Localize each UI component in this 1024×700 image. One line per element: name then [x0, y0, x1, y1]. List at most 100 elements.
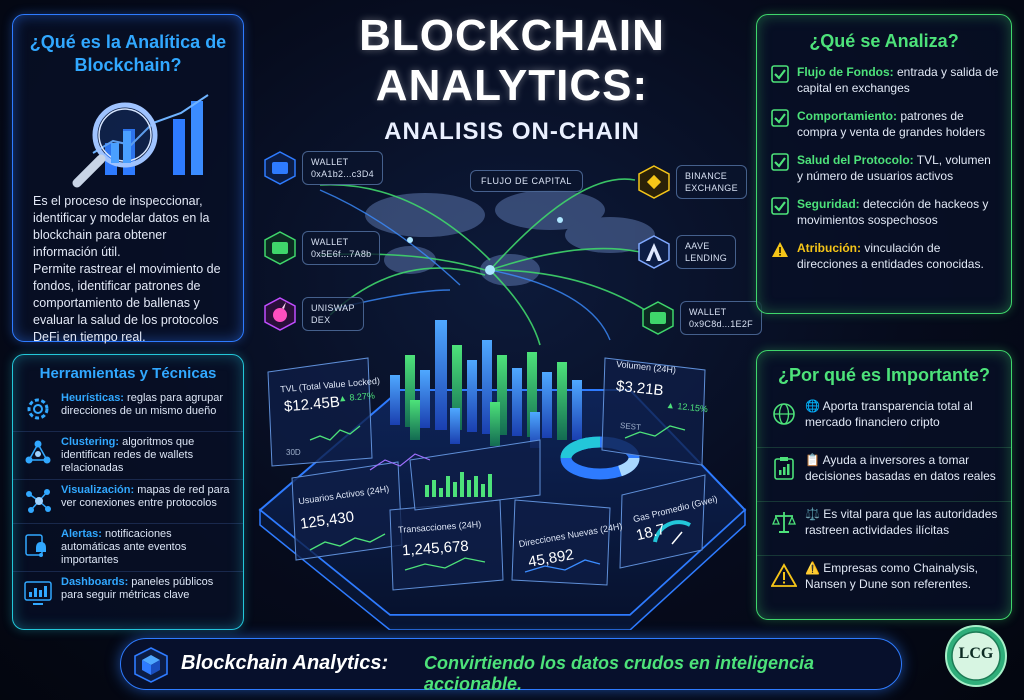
tool-item-dashboards: Dashboards: paneles públicos para seguir… [13, 572, 243, 616]
analyze-name: Seguridad: [797, 197, 860, 211]
main-title-line1: BLOCKCHAIN [359, 11, 665, 60]
analyze-name: Atribución: [797, 241, 861, 255]
wallet-icon [642, 301, 674, 335]
why-heading: ¿Por qué es Importante? [777, 365, 991, 385]
tool-item-clustering: Clustering: algoritmos que identifican r… [13, 432, 243, 480]
node-title: UNISWAP [311, 303, 355, 313]
analyze-desc: entrada y salida de capital en exchanges [797, 65, 999, 95]
why-text: ⚖️ Es vital para que las autoridades ras… [805, 507, 998, 537]
analyze-desc: TVL, volumen y número de usuarios activo… [797, 153, 991, 183]
why-text: 📋 Ayuda a inversores a tomar decisiones … [805, 453, 996, 483]
unicorn-icon [264, 297, 296, 331]
node-wallet-2: WALLET 0x5E6f...7A8b [262, 230, 381, 266]
analytics-dashboard-illustration [258, 178, 747, 630]
analyze-desc: detección de hackeos y movimientos sospe… [797, 197, 989, 227]
why-item-companies: ⚠️ Empresas como Chainalysis, Nansen y D… [757, 556, 1011, 610]
what-is-panel: ¿Qué es la Analítica de Blockchain? Es e… [12, 14, 244, 344]
what-is-body1: Es el proceso de inspeccionar, identific… [33, 194, 210, 259]
bell-icon [25, 534, 49, 557]
wallet-icon [264, 231, 296, 265]
tvl-period: 30D [286, 448, 301, 457]
why-important-panel: ¿Por qué es Importante? 🌐 Aporta transpa… [756, 350, 1012, 620]
tools-heading: Herramientas y Técnicas [39, 365, 217, 382]
node-uniswap: UNISWAP DEX [262, 296, 364, 332]
node-address: 0xA1b2...c3D4 [311, 169, 374, 179]
scales-icon [772, 512, 796, 533]
why-item-investors: 📋 Ayuda a inversores a tomar decisiones … [757, 448, 1011, 502]
node-address: 0x9C8d...1E2F [689, 319, 753, 329]
analyze-item-behavior: Comportamiento: patrones de compra y ven… [757, 108, 1011, 140]
gear-icon [27, 398, 49, 420]
node-subtitle: EXCHANGE [685, 183, 738, 193]
banner-tagline: Convirtiendo los datos crudos en intelig… [424, 653, 815, 694]
analyze-desc: patrones de compra y venta de grandes ho… [797, 109, 986, 139]
magnifier-icon [72, 94, 209, 188]
node-wallet-3: WALLET 0x9C8d...1E2F [640, 300, 762, 336]
analyze-name: Flujo de Fondos: [797, 65, 894, 79]
analyze-heading: ¿Qué se Analiza? [809, 31, 959, 51]
lcg-logo-text: LCG [958, 645, 994, 662]
dashboard-icon [24, 581, 52, 605]
bottom-banner: Blockchain Analytics: Convirtiendo los d… [120, 638, 902, 694]
what-is-body2: Permite rastrear el movimiento de fondos… [33, 262, 221, 344]
main-subtitle: ANALISIS ON-CHAIN [384, 118, 640, 145]
node-subtitle: DEX [311, 315, 331, 325]
node-address: 0x5E6f...7A8b [311, 249, 372, 259]
checkbox-icon [771, 65, 789, 83]
tool-desc: reglas para agrupar direcciones de un mi… [61, 392, 224, 417]
binance-icon [638, 165, 670, 199]
analyze-name: Salud del Protocolo: [797, 153, 914, 167]
capital-flow-label: FLUJO DE CAPITAL [470, 170, 583, 192]
what-is-analyzed-panel: ¿Qué se Analiza? Flujo de Fondos: entrad… [756, 14, 1012, 314]
node-title: WALLET [311, 157, 349, 167]
tool-name: Visualización: [61, 484, 135, 496]
tool-desc: notificaciones automáticas ante eventos … [61, 528, 187, 566]
node-title: WALLET [689, 307, 727, 317]
node-binance: BINANCE EXCHANGE [636, 164, 747, 200]
node-title: AAVE [685, 241, 710, 251]
checkbox-icon [771, 197, 789, 215]
analyze-desc: vinculación de direcciones a entidades c… [797, 241, 984, 271]
analyze-item-security: Seguridad: detección de hackeos y movimi… [757, 196, 1011, 228]
node-aave: AAVE LENDING [636, 234, 737, 270]
analyze-item-attribution: Atribución: vinculación de direcciones a… [757, 240, 1011, 272]
tool-item-alerts: Alertas: notificaciones automáticas ante… [13, 524, 243, 572]
donut-chart [560, 436, 640, 480]
tools-panel: Herramientas y Técnicas Heurísticas: reg… [12, 354, 244, 630]
wallet-icon [264, 151, 296, 185]
clipboard-icon [774, 457, 794, 480]
why-text: ⚠️ Empresas como Chainalysis, Nansen y D… [805, 561, 978, 591]
main-title-line2: ANALYTICS: [375, 61, 649, 110]
analyze-name: Comportamiento: [797, 109, 897, 123]
analyze-item-funds-flow: Flujo de Fondos: entrada y salida de cap… [757, 64, 1011, 96]
why-text: 🌐 Aporta transparencia total al mercado … [805, 399, 973, 429]
tool-desc: mapas de red para ver conexiones entre p… [61, 484, 230, 509]
why-item-transparency: 🌐 Aporta transparencia total al mercado … [757, 394, 1011, 448]
checkbox-icon [771, 153, 789, 171]
tool-name: Alertas: [61, 528, 102, 540]
tool-item-visualization: Visualización: mapas de red para ver con… [13, 480, 243, 524]
banner-brand: Blockchain Analytics: [181, 652, 389, 674]
center-bar-chart [390, 320, 582, 448]
cluster-icon [25, 440, 51, 464]
blockchain-cube-icon [134, 647, 168, 683]
tool-name: Clustering: [61, 436, 120, 448]
tool-desc: paneles públicos para seguir métricas cl… [61, 576, 214, 601]
magnifier-chart-illustration [13, 83, 243, 193]
node-subtitle: LENDING [685, 253, 728, 263]
tool-item-heuristics: Heurísticas: reglas para agrupar direcci… [13, 388, 243, 432]
node-title: WALLET [311, 237, 349, 247]
network-icon [26, 489, 51, 513]
why-item-authorities: ⚖️ Es vital para que las autoridades ras… [757, 502, 1011, 556]
checkbox-icon [771, 109, 789, 127]
tool-name: Heurísticas: [61, 392, 124, 404]
analyze-item-protocol-health: Salud del Protocolo: TVL, volumen y núme… [757, 152, 1011, 184]
aave-icon [638, 235, 670, 269]
tool-desc: algoritmos que identifican redes de wall… [61, 436, 195, 474]
globe-icon [773, 403, 795, 425]
node-title: BINANCE [685, 171, 728, 181]
what-is-heading: ¿Qué es la Analítica de Blockchain? [29, 32, 227, 75]
node-wallet-1: WALLET 0xA1b2...c3D4 [262, 150, 383, 186]
warning-icon [771, 563, 797, 587]
warning-icon [772, 242, 788, 257]
